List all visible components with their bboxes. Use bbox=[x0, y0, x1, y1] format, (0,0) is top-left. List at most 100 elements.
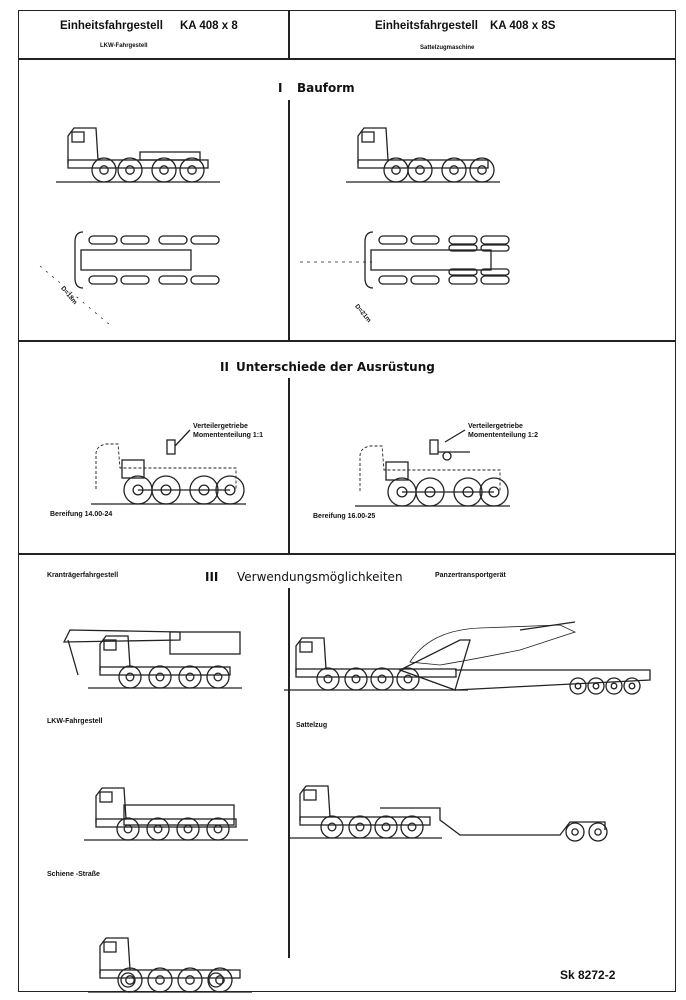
use-rail-road-label: Schiene -Straße bbox=[47, 871, 100, 878]
plan-lkw-frame bbox=[80, 249, 192, 271]
semitrailer bbox=[380, 807, 606, 836]
drawing-number: Sk 8272-2 bbox=[560, 968, 616, 982]
wheel bbox=[177, 967, 203, 993]
plan-lkw-tire bbox=[158, 275, 188, 285]
plan-sattel-bumper bbox=[364, 231, 374, 289]
truck-side-sattel-chassis bbox=[357, 159, 489, 169]
plan-sattel-tire bbox=[480, 244, 510, 252]
wheel bbox=[117, 967, 143, 993]
plan-sattel-tire bbox=[480, 268, 510, 276]
wheel-hub bbox=[477, 165, 487, 175]
wheel-hub bbox=[185, 672, 195, 682]
lowbed-trailer bbox=[454, 669, 651, 691]
header-left-title: Einheitsfahrgestell bbox=[60, 20, 163, 32]
truck-side-lkw-chassis bbox=[67, 159, 209, 169]
transfer-gear-right bbox=[442, 451, 452, 461]
section2-center-divider bbox=[288, 378, 290, 553]
wheel bbox=[469, 157, 495, 183]
wheel-hub bbox=[407, 822, 417, 832]
wheel-hub bbox=[574, 682, 582, 690]
wheel bbox=[348, 815, 372, 839]
wheel bbox=[179, 157, 205, 183]
rail-road-truck-window bbox=[103, 941, 117, 953]
wheel bbox=[370, 667, 394, 691]
leader-right bbox=[444, 429, 466, 443]
plan-sattel-tire bbox=[448, 275, 478, 285]
section-divider-2 bbox=[18, 553, 676, 555]
wheel-hub bbox=[125, 975, 135, 985]
section3-center-divider bbox=[288, 588, 290, 958]
use-truck-label: LKW-Fahrgestell bbox=[47, 718, 103, 725]
plan-lkw-tire bbox=[88, 275, 118, 285]
plan-lkw-tire bbox=[190, 235, 220, 245]
wheel bbox=[146, 817, 170, 841]
wheel bbox=[116, 817, 140, 841]
header-right-model: KA 408 x 8S bbox=[490, 20, 556, 32]
wheel bbox=[117, 157, 143, 183]
wheel bbox=[151, 157, 177, 183]
wheel-hub bbox=[213, 672, 223, 682]
wheel bbox=[396, 667, 420, 691]
left-gearbox-label-1: Verteilergetriebe bbox=[193, 423, 248, 430]
flatbed-truck-cab bbox=[95, 787, 127, 823]
truck-side-sattel-cab bbox=[357, 127, 389, 164]
section2-numeral: II bbox=[220, 360, 229, 374]
wheel-hub bbox=[213, 824, 223, 834]
wheel bbox=[344, 667, 368, 691]
rail-road-truck-cab bbox=[99, 937, 131, 974]
plan-lkw-tire bbox=[120, 275, 150, 285]
wheel-hub bbox=[628, 682, 636, 690]
header-right-subtitle: Sattelzugmaschine bbox=[420, 45, 475, 51]
semitrailer-tractor-window bbox=[303, 789, 317, 801]
section1-title: Bauform bbox=[297, 81, 355, 95]
wheel-hub bbox=[215, 975, 225, 985]
wheel-hub bbox=[159, 165, 169, 175]
plan-lkw-bumper bbox=[74, 231, 84, 289]
truck-side-lkw-window bbox=[71, 131, 85, 143]
wheel-hub bbox=[123, 824, 133, 834]
wheel bbox=[569, 677, 587, 695]
drivetrain-left-outline bbox=[95, 443, 237, 489]
tractor-tank-chassis bbox=[295, 668, 457, 678]
wheel bbox=[374, 815, 398, 839]
section2-title: Unterschiede der Ausrüstung bbox=[236, 360, 435, 374]
crane-truck-cab bbox=[99, 635, 131, 671]
plan-sattel-tire bbox=[448, 244, 478, 252]
tractor-tank-window bbox=[299, 641, 313, 653]
crane-boom bbox=[62, 629, 181, 643]
wheel-hub bbox=[381, 822, 391, 832]
wheel-hub bbox=[355, 822, 365, 832]
drivetrain-right-outline bbox=[359, 445, 501, 491]
plan-sattel-tire bbox=[410, 235, 440, 245]
plan-sattel-frame bbox=[370, 249, 492, 271]
plan-sattel-tire bbox=[448, 268, 478, 276]
wheel bbox=[207, 967, 233, 993]
tank-silhouette bbox=[409, 624, 577, 666]
wheel-hub bbox=[403, 674, 413, 684]
section1-center-divider bbox=[288, 100, 290, 340]
drivetrain-right-engine bbox=[385, 461, 409, 481]
section3-title: Verwendungsmöglichkeiten bbox=[237, 570, 403, 584]
flatbed bbox=[123, 804, 235, 826]
header-center-divider bbox=[288, 10, 290, 58]
use-semitrailer-label: Sattelzug bbox=[296, 722, 328, 729]
wheel bbox=[316, 667, 340, 691]
rail-wheel bbox=[208, 972, 224, 988]
right-gearbox-label-1: Verteilergetriebe bbox=[468, 423, 523, 430]
wheel-hub bbox=[327, 822, 337, 832]
crane-truck-window bbox=[103, 639, 117, 651]
wheel-hub bbox=[592, 682, 600, 690]
wheel-hub bbox=[391, 165, 401, 175]
truck-side-lkw-cab bbox=[67, 127, 99, 164]
right-tire-label: Bereifung 16.00-25 bbox=[313, 513, 376, 520]
crane-house bbox=[169, 631, 241, 655]
use-tank-transporter-label: Panzertransportgerät bbox=[435, 572, 506, 579]
wheel bbox=[441, 157, 467, 183]
wheel-hub bbox=[449, 165, 459, 175]
section-divider-1 bbox=[18, 340, 676, 342]
crane-hook-cable bbox=[67, 639, 79, 676]
wheel-hub bbox=[351, 674, 361, 684]
wheel-hub bbox=[155, 975, 165, 985]
wheel-hub bbox=[183, 824, 193, 834]
section3-numeral: III bbox=[205, 570, 219, 584]
